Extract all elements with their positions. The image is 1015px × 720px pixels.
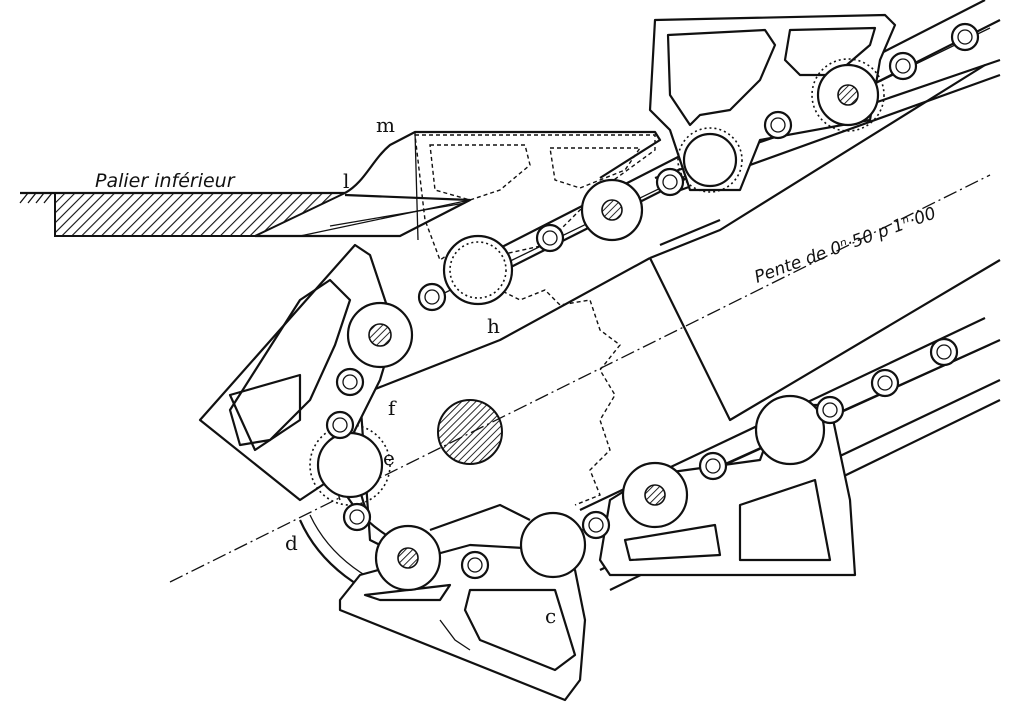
slope-axis [169, 174, 991, 583]
step-lower-right [598, 394, 857, 577]
step-left [198, 243, 414, 506]
palier-label: Palier inférieur [95, 170, 236, 192]
drive-sprocket [437, 289, 621, 506]
lower-landing [19, 191, 472, 238]
comb-plate [344, 130, 662, 241]
step-bottom [338, 511, 587, 702]
pente-label: Pente de 0ⁿ·50 p 1ⁿ·00 [752, 203, 939, 287]
step-top-right [648, 13, 897, 193]
label-h: h [487, 314, 500, 338]
label-e: e [383, 446, 395, 470]
label-c: c [545, 604, 556, 628]
chain-rollers [325, 22, 980, 580]
label-f: f [388, 396, 397, 420]
drive-shaft [437, 399, 503, 465]
label-m: m [376, 113, 395, 137]
step-middle [414, 134, 656, 306]
label-d: d [285, 531, 298, 555]
label-l: l [343, 169, 349, 193]
